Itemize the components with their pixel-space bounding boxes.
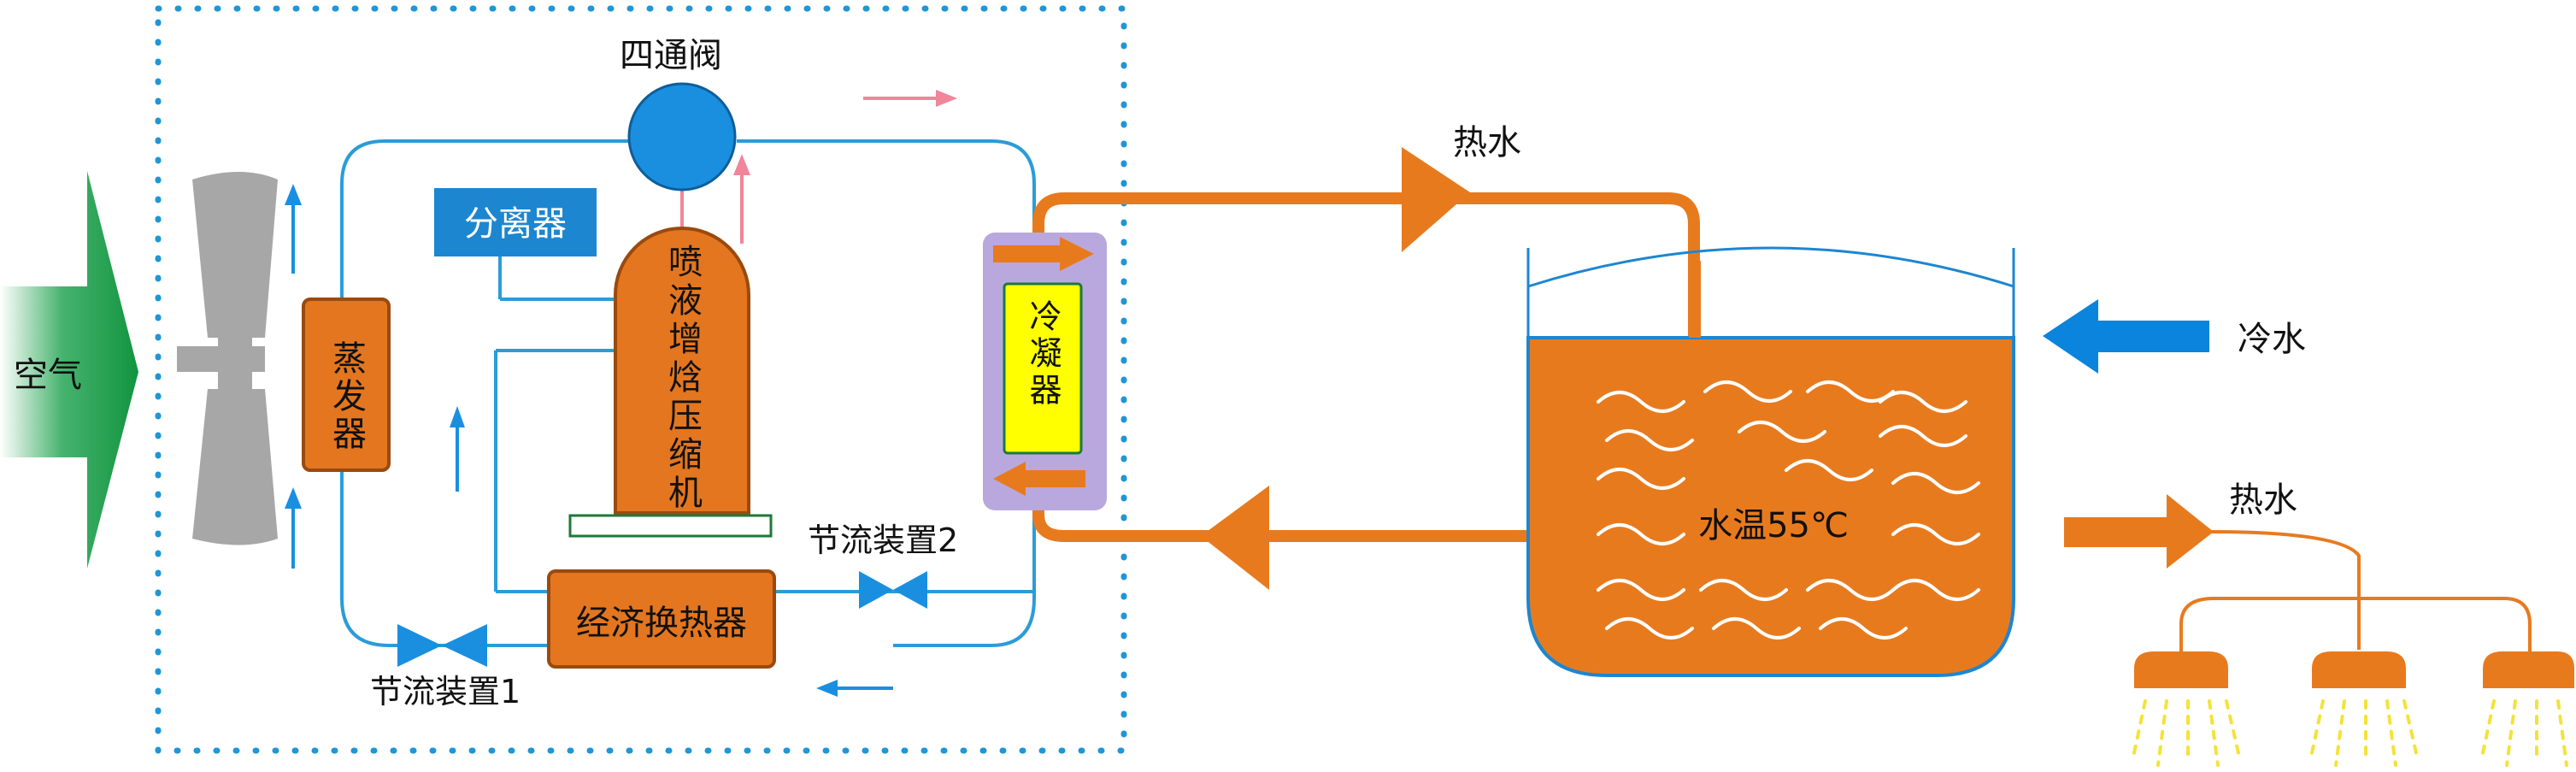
four-way-valve-label: 四通阀 bbox=[620, 36, 722, 75]
hot-water-distribution bbox=[2179, 530, 2532, 651]
separator-box bbox=[434, 188, 597, 256]
evaporator-label: 蒸发器 bbox=[326, 340, 366, 453]
hot-water-out-arrow bbox=[2064, 494, 2214, 569]
fan-icon bbox=[177, 172, 278, 545]
hot-water-flow-arrow bbox=[1402, 147, 1470, 252]
cold-water-arrow bbox=[2043, 299, 2209, 374]
unit-boundary bbox=[155, 5, 1127, 754]
return-water-flow-arrow bbox=[1201, 486, 1269, 590]
flow-arrow-left bbox=[816, 680, 893, 697]
compressor-label: 喷液增焓压缩机 bbox=[662, 244, 702, 513]
four-way-valve-icon bbox=[627, 82, 737, 192]
air-arrow: 空气 bbox=[0, 171, 138, 569]
water-waves bbox=[1597, 380, 1980, 639]
refrigerant-circuit bbox=[340, 139, 1036, 647]
water-pipes bbox=[1032, 192, 1700, 542]
throttle-1-label: 节流装置1 bbox=[370, 673, 520, 710]
cold-water-label: 冷水 bbox=[2238, 320, 2306, 359]
hot-water-top-label: 热水 bbox=[1453, 123, 1521, 162]
hot-water-right-label: 热水 bbox=[2229, 480, 2297, 520]
throttle-valve-1-icon bbox=[397, 624, 487, 667]
compressor-body bbox=[614, 227, 750, 515]
water-tank bbox=[1526, 246, 2015, 677]
air-label: 空气 bbox=[14, 356, 82, 395]
throttle-2-label: 节流装置2 bbox=[808, 522, 958, 559]
condenser-label: 冷凝器 bbox=[1024, 299, 1062, 410]
evaporator-box bbox=[302, 298, 391, 472]
water-drops bbox=[2131, 699, 2568, 767]
flow-arrows-pink bbox=[733, 90, 957, 244]
throttle-valve-2-icon bbox=[859, 571, 927, 609]
economizer-label: 经济换热器 bbox=[576, 604, 747, 643]
condenser-arrows bbox=[993, 237, 1094, 496]
condenser-core bbox=[1003, 282, 1083, 455]
economizer-box bbox=[547, 569, 776, 669]
compressor-base bbox=[568, 514, 773, 538]
shower-head-icon bbox=[2134, 651, 2574, 688]
separator-label: 分离器 bbox=[464, 204, 567, 244]
water-temp-label: 水温55℃ bbox=[1698, 506, 1849, 545]
flow-arrows-up bbox=[285, 184, 465, 569]
